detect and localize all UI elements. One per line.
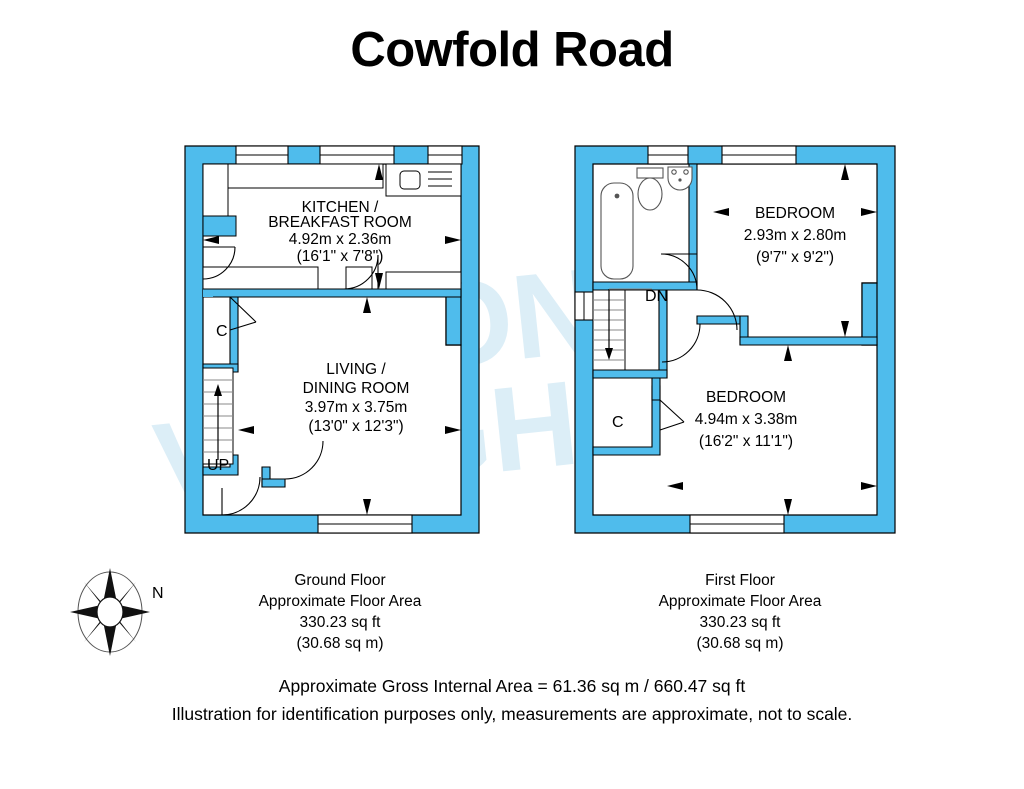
first-floor-area-sqm: (30.68 sq m) [696, 635, 784, 652]
ground-floor-staircase [202, 367, 234, 465]
bedroom-2-name: BEDROOM [706, 389, 786, 406]
ground-floor-area-sqm: (30.68 sq m) [296, 635, 384, 652]
first-floor-dimension-arrows [667, 164, 877, 515]
first-cupboard-label: C [612, 414, 624, 431]
stairs-down-label: DN [645, 288, 668, 305]
ground-floor-windows [235, 145, 463, 534]
ground-floor-area-title: Approximate Floor Area [258, 593, 422, 610]
kitchen-units [202, 163, 462, 290]
bathroom-fixtures [600, 166, 693, 280]
ground-floor-doors [202, 246, 379, 516]
compass-north-label: N [152, 585, 164, 602]
first-floor-caption: First Floor Approximate Floor Area 330.2… [590, 570, 890, 654]
bedroom-1-imperial: (9'7" x 9'2") [756, 249, 834, 266]
first-floor-area-title: Approximate Floor Area [658, 593, 822, 610]
bath-icon [600, 182, 634, 280]
living-dining-name-line-1: LIVING / [326, 361, 386, 378]
first-floor-area-sqft: 330.23 sq ft [699, 614, 781, 631]
bedroom-2-metric: 4.94m x 3.38m [695, 411, 798, 428]
gross-internal-area-text: Approximate Gross Internal Area = 61.36 … [278, 676, 746, 696]
bedroom-1-metric: 2.93m x 2.80m [744, 227, 847, 244]
kitchen-name-line-1: KITCHEN / [302, 199, 379, 216]
kitchen-imperial: (16'1" x 7'8") [297, 248, 384, 265]
ground-cupboard-label: C [216, 323, 228, 340]
first-floor-room-labels: BEDROOM 2.93m x 2.80m (9'7" x 9'2") BEDR… [612, 205, 846, 450]
first-floor-windows [574, 145, 797, 534]
disclaimer-text: Illustration for identification purposes… [171, 704, 853, 724]
page-title: Cowfold Road [350, 23, 674, 77]
living-dining-metric: 3.97m x 3.75m [305, 399, 408, 416]
first-floor-walls [574, 145, 896, 534]
living-dining-imperial: (13'0" x 12'3") [308, 418, 403, 435]
bedroom-2-imperial: (16'2" x 11'1") [699, 433, 793, 450]
first-floor-staircase [592, 288, 652, 371]
ground-floor-walls [184, 145, 480, 534]
ground-floor-room-labels: KITCHEN / BREAKFAST ROOM 4.92m x 2.36m (… [207, 199, 412, 474]
kitchen-name-line-2: BREAKFAST ROOM [268, 214, 412, 231]
kitchen-metric: 4.92m x 2.36m [289, 231, 392, 248]
bedroom-1-name: BEDROOM [755, 205, 835, 222]
ground-floor-dimension-arrows [203, 164, 461, 515]
toilet-icon [637, 177, 663, 211]
summary-block: Approximate Gross Internal Area = 61.36 … [0, 672, 1024, 728]
living-dining-name-line-2: DINING ROOM [303, 380, 410, 397]
first-floor-caption-title: First Floor [705, 572, 775, 589]
ground-floor-caption: Ground Floor Approximate Floor Area 330.… [190, 570, 490, 654]
ground-floor-area-sqft: 330.23 sq ft [299, 614, 381, 631]
first-floor-doors [659, 253, 738, 431]
stairs-up-label: UP [207, 457, 229, 474]
ground-floor-caption-title: Ground Floor [294, 572, 386, 589]
